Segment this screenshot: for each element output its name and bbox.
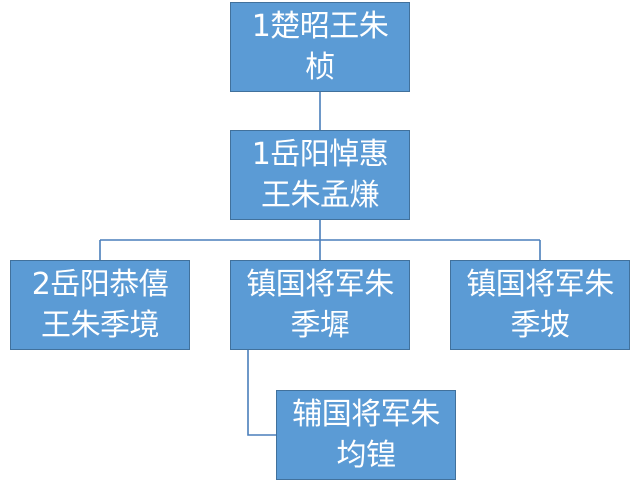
node-label: 镇国将军朱 季墀 [246, 267, 394, 343]
node-label: 镇国将军朱 季坡 [466, 267, 614, 343]
node-zhenguo-jiangjun-jipo: 镇国将军朱 季坡 [450, 260, 630, 350]
node-label: 辅国将军朱 均锽 [292, 397, 440, 473]
node-yueyang-gongxi-wang: 2岳阳恭僖 王朱季境 [10, 260, 190, 350]
node-fuguo-jiangjun-junhuang: 辅国将军朱 均锽 [276, 390, 456, 480]
node-yueyang-daohui-wang: 1岳阳悼惠 王朱孟熑 [230, 130, 410, 220]
node-zhenguo-jiangjun-jichi: 镇国将军朱 季墀 [230, 260, 410, 350]
connector-child-b-to-grandchild [247, 350, 276, 436]
node-chu-zhao-wang: 1楚昭王朱 桢 [230, 2, 410, 92]
node-label: 1岳阳悼惠 王朱孟熑 [251, 137, 389, 213]
node-label: 2岳阳恭僖 王朱季境 [31, 267, 169, 343]
node-label: 1楚昭王朱 桢 [251, 9, 389, 85]
